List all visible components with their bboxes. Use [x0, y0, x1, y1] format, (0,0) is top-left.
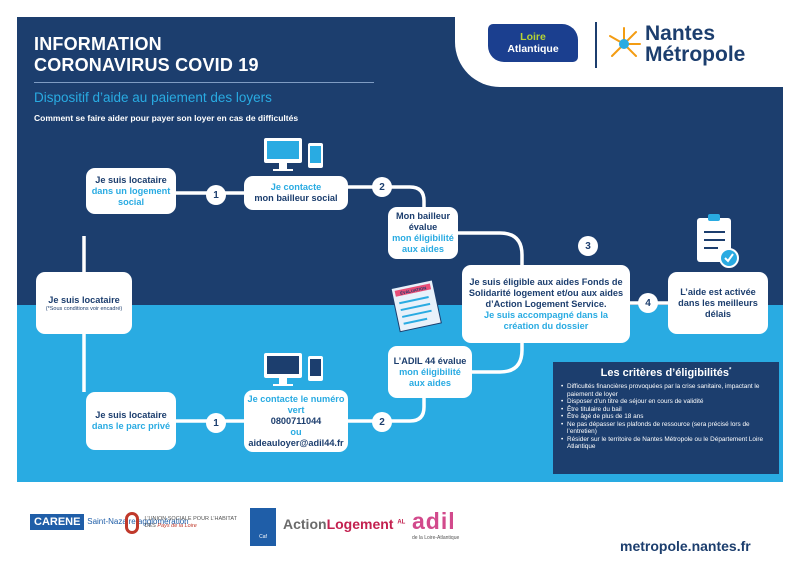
ush-line-1: L’UNION SOCIALE POUR L’HABITAT [144, 516, 237, 522]
criteria-title: Les critères d’éligibilités* [561, 367, 771, 379]
step-1-private: 1 [206, 413, 226, 433]
smartphone-icon [308, 143, 323, 168]
social-tenant-box: Je suis locataire dans un logement socia… [86, 168, 176, 214]
step-1-social: 1 [206, 185, 226, 205]
start-note: (*Sous conditions voir encadré) [45, 305, 123, 312]
private-tenant-line-2: dans le parc privé [91, 421, 171, 431]
criteria-title-text: Les critères d’éligibilités [600, 367, 730, 379]
page-title: INFORMATION CORONAVIRUS COVID 19 [34, 34, 259, 76]
start-box: Je suis locataire (*Sous conditions voir… [36, 272, 132, 334]
caf-logo-text: Caf [259, 534, 267, 540]
criteria-item: Être âgé de plus de 18 ans [561, 413, 771, 421]
step-2-social: 2 [372, 177, 392, 197]
contact-landlord-box: Je contacte mon bailleur social [244, 176, 348, 210]
loire-atlantique-logo[interactable]: Loire Atlantique [488, 24, 578, 62]
evaluation-document-icon [390, 279, 442, 333]
aid-activated-line-2: dans les meilleurs délais [678, 297, 758, 319]
hotline-number[interactable]: 0800711044 [270, 415, 322, 426]
title-line-2: CORONAVIRUS COVID 19 [34, 55, 259, 75]
criteria-list: Difficultés financières provoquées par l… [561, 383, 771, 451]
nantes-metropole-logo[interactable]: Nantes Métropole [645, 23, 745, 65]
clipboard-check-icon [697, 214, 739, 268]
adil-logo[interactable]: adil de la Loire-Atlantique [412, 508, 459, 541]
ush-line-2: DES [144, 523, 156, 529]
action-logement-word-1: Action [283, 516, 327, 532]
ush-emblem-icon [125, 512, 139, 534]
adil-evaluates-box: L’ADIL 44 évalue mon éligibilité aux aid… [388, 346, 472, 398]
contact-hotline-or: ou [290, 426, 302, 437]
smartphone-icon [308, 356, 323, 381]
contact-hotline-box: Je contacte le numéro vert 0800711044 ou… [244, 390, 348, 452]
caf-logo[interactable]: Caf [250, 508, 276, 546]
action-logement-mark: AL [397, 519, 406, 526]
contact-landlord-line-1: Je contacte [270, 182, 322, 192]
logo-la-line-2: Atlantique [507, 43, 559, 55]
private-tenant-line-1: Je suis locataire [95, 410, 167, 420]
connector-social-2 [348, 185, 426, 207]
step-3: 3 [578, 236, 598, 256]
criteria-item: Être titulaire du bail [561, 406, 771, 414]
criteria-item: Ne pas dépasser les plafonds de ressourc… [561, 421, 771, 436]
connector-private-3 [472, 343, 524, 374]
adil-logo-sub: de la Loire-Atlantique [412, 535, 460, 541]
landlord-evaluates-line-1: Mon bailleur évalue [395, 211, 451, 232]
social-tenant-line-1: Je suis locataire [95, 174, 167, 185]
start-label: Je suis locataire [48, 294, 120, 305]
carene-logo-name: CARENE [30, 514, 85, 530]
criteria-item: Résider sur le territoire de Nantes Métr… [561, 436, 771, 451]
contact-landlord-line-2: mon bailleur social [254, 193, 338, 203]
criteria-item: Disposer d’un titre de séjour en cours d… [561, 398, 771, 406]
landlord-evaluates-line-2: mon éligibilité aux aides [392, 233, 454, 254]
title-divider [34, 82, 374, 83]
logo-la-line-1: Loire [520, 31, 546, 43]
logo-separator [595, 22, 597, 68]
step-4: 4 [638, 293, 658, 313]
eligible-line-1: Je suis éligible aux aides Fonds de Soli… [468, 276, 624, 309]
contact-hotline-line-1: Je contacte le numéro vert [247, 393, 345, 415]
step-2-private: 2 [372, 412, 392, 432]
logo-nm-line-2: Métropole [645, 43, 746, 66]
nantes-star-icon [609, 27, 641, 57]
eligible-line-2: Je suis accompagné dans la création du d… [483, 309, 609, 331]
connector-private-2 [348, 398, 426, 423]
ush-line-3: Pays de la Loire [157, 523, 197, 529]
adil-logo-name: adil [412, 508, 456, 534]
computer-monitor-icon [264, 138, 302, 171]
criteria-item: Difficultés financières provoquées par l… [561, 383, 771, 398]
footer-website-link[interactable]: metropole.nantes.fr [620, 538, 751, 554]
computer-monitor-icon [264, 353, 302, 386]
hotline-email[interactable]: aideauloyer@adil44.fr [248, 437, 344, 448]
ush-logo-text: L’UNION SOCIALE POUR L’HABITAT DES Pays … [145, 516, 237, 530]
aid-activated-line-1: L’aide est activée [680, 286, 756, 297]
adil-evaluates-line-2: mon éligibilité aux aides [399, 366, 461, 388]
connector-social-3 [457, 231, 524, 265]
title-line-1: INFORMATION [34, 34, 162, 54]
evaluation-doc-label: ÉVALUATION [400, 285, 427, 295]
logo-nm-line-1: Nantes [645, 22, 716, 45]
private-tenant-box: Je suis locataire dans le parc privé [86, 392, 176, 450]
eligible-box: Je suis éligible aux aides Fonds de Soli… [462, 265, 630, 343]
intro-text: Comment se faire aider pour payer son lo… [34, 113, 299, 123]
criteria-title-mark: * [729, 367, 732, 374]
aid-activated-box: L’aide est activée dans les meilleurs dé… [668, 272, 768, 334]
page-subtitle: Dispositif d’aide au paiement des loyers [34, 90, 272, 105]
eligibility-criteria-panel: Les critères d’éligibilités* Difficultés… [553, 362, 779, 474]
action-logement-logo[interactable]: ActionLogement AL [283, 516, 405, 532]
adil-evaluates-line-1: L’ADIL 44 évalue [393, 355, 467, 366]
social-tenant-line-2: dans un logement social [91, 185, 171, 207]
landlord-evaluates-box: Mon bailleur évalue mon éligibilité aux … [388, 207, 458, 259]
union-sociale-habitat-logo[interactable]: L’UNION SOCIALE POUR L’HABITAT DES Pays … [125, 512, 237, 534]
action-logement-word-2: Logement [326, 516, 394, 532]
